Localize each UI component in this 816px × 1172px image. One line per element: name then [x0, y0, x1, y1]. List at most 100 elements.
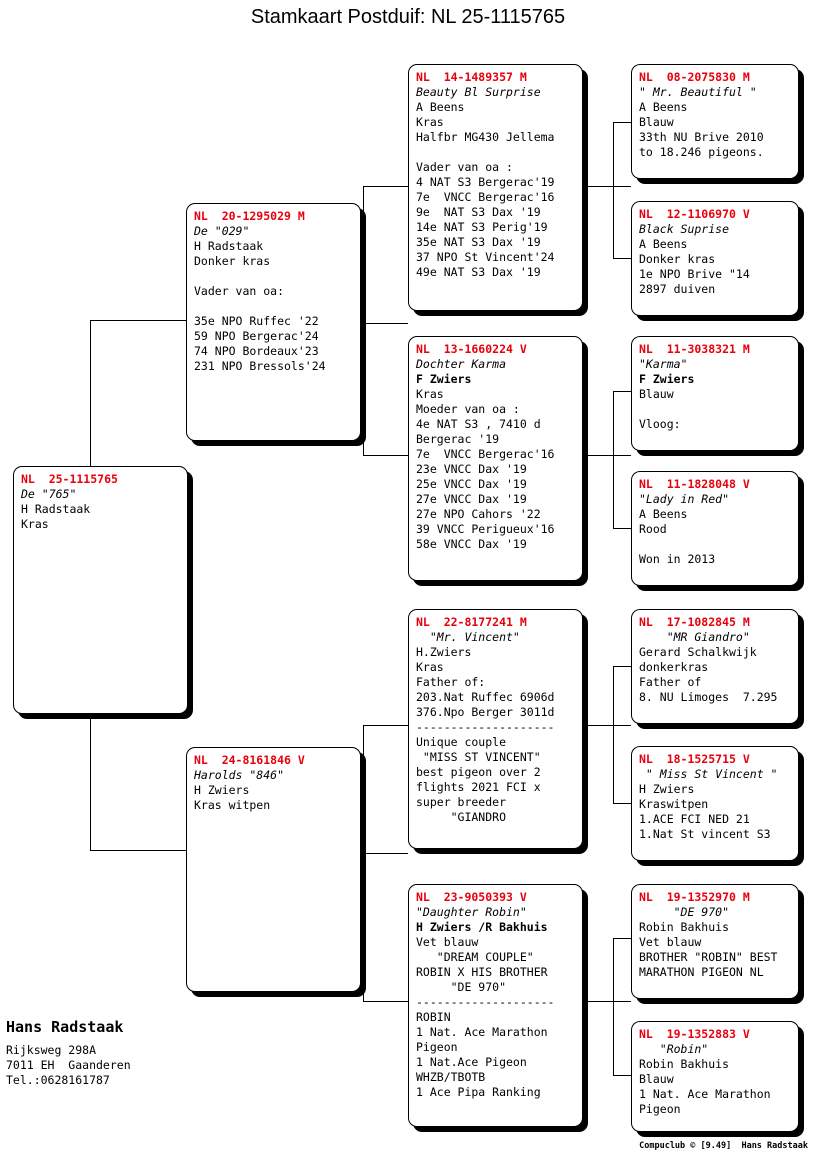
pigeon-result: 8. NU Limoges 7.295 [639, 690, 778, 704]
ring-number: NL 14-1489357 M [416, 70, 527, 84]
pigeon-result: 59 NPO Bergerac'24 [194, 329, 319, 343]
pigeon-card-ff-f[interactable]: NL 08-2075830 M " Mr. Beautiful " A Been… [631, 64, 799, 179]
connector [613, 391, 631, 392]
pigeon-color: Donker kras [194, 254, 271, 268]
connector [613, 666, 614, 725]
spacer [194, 299, 353, 314]
pigeon-result: 4e NAT S3 , 7410 d [416, 417, 541, 431]
pigeon-card-mm-m[interactable]: NL 19-1352883 V "Robin" Robin Bakhuis Bl… [631, 1021, 799, 1132]
pigeon-owner: H.Zwiers [416, 645, 472, 659]
pigeon-card-mother-mother[interactable]: NL 23-9050393 V "Daughter Robin" H Zwier… [408, 884, 583, 1127]
spacer [639, 537, 791, 552]
spacer [416, 145, 575, 160]
pigeon-nickname: "Mr. Vincent" [416, 630, 520, 644]
pigeon-result: 58e VNCC Dax '19 [416, 537, 527, 551]
pigeon-card-subject[interactable]: NL 25-1115765 De "765" H Radstaak Kras [13, 466, 188, 714]
pigeon-result: 1e NPO Brive "14 [639, 267, 750, 281]
pigeon-result: Pigeon [639, 1102, 681, 1116]
pigeon-card-mf-m[interactable]: NL 18-1525715 V " Miss St Vincent " H Zw… [631, 746, 799, 861]
pigeon-result: 1 Nat.Ace Pigeon [416, 1055, 527, 1069]
pigeon-color: Blauw [639, 387, 674, 401]
pigeon-color: Kraswitpen [639, 797, 709, 811]
connector [363, 853, 408, 854]
ring-number: NL 13-1660224 V [416, 342, 527, 356]
pigeon-color: Kras [416, 115, 444, 129]
connector [363, 186, 364, 323]
pigeon-owner: H Radstaak [194, 239, 264, 253]
pigeon-result: 1 Ace Pipa Ranking [416, 1085, 541, 1099]
pigeon-note: Moeder van oa : [416, 402, 520, 416]
pigeon-nickname: De "029" [194, 224, 250, 238]
pigeon-card-father-mother[interactable]: NL 13-1660224 V Dochter Karma F Zwiers K… [408, 336, 583, 581]
pigeon-color: Vet blauw [416, 935, 479, 949]
pigeon-nickname: "DE 970" [639, 905, 730, 919]
connector [90, 850, 187, 851]
pigeon-note: "DE 970" [416, 980, 507, 994]
pigeon-note: BROTHER "ROBIN" BEST [639, 950, 778, 964]
pigeon-result: 39 VNCC Perigueux'16 [416, 522, 555, 536]
pigeon-owner: H Zwiers [194, 783, 250, 797]
owner-address: Rijksweg 298A [6, 1043, 97, 1057]
pigeon-card-father-father[interactable]: NL 14-1489357 M Beauty Bl Surprise A Bee… [408, 64, 583, 311]
connector [588, 725, 631, 726]
pigeon-card-mm-f[interactable]: NL 19-1352970 M "DE 970" Robin Bakhuis V… [631, 884, 799, 999]
pigeon-note: Vader van oa : [416, 160, 513, 174]
connector [90, 320, 187, 321]
pigeon-color: Vet blauw [639, 935, 702, 949]
connector [613, 725, 614, 803]
connector [90, 590, 91, 850]
connector [363, 1001, 408, 1002]
pigeon-color: Blauw [639, 1072, 674, 1086]
pigeon-result: 1.ACE FCI NED 21 [639, 812, 750, 826]
pigeon-owner: F Zwiers [639, 372, 695, 386]
connector [613, 258, 631, 259]
pigeon-result: 4 NAT S3 Bergerac'19 [416, 175, 555, 189]
connector [363, 323, 408, 324]
connector [363, 853, 364, 1001]
page-title: Stamkaart Postduif: NL 25-1115765 [250, 6, 566, 28]
pigeon-note: Vader van oa: [194, 284, 285, 298]
pigeon-card-fm-m[interactable]: NL 11-1828048 V "Lady in Red" A Beens Ro… [631, 471, 799, 586]
pigeon-result: 74 NPO Bordeaux'23 [194, 344, 319, 358]
ring-number: NL 11-3038321 M [639, 342, 750, 356]
ring-number: NL 20-1295029 M [194, 209, 305, 223]
pigeon-result: to 18.246 pigeons. [639, 145, 764, 159]
pigeon-card-mf-f[interactable]: NL 17-1082845 M "MR Giandro" Gerard Scha… [631, 609, 799, 724]
connector [613, 186, 614, 258]
ring-number: NL 23-9050393 V [416, 890, 527, 904]
pigeon-color: Rood [639, 522, 667, 536]
pigeon-owner: A Beens [639, 237, 688, 251]
pigeon-card-fm-f[interactable]: NL 11-3038321 M "Karma" F Zwiers Blauw V… [631, 336, 799, 451]
pigeon-color: Blauw [639, 115, 674, 129]
pigeon-owner: A Beens [416, 100, 465, 114]
pigeon-result: 35e NPO Ruffec '22 [194, 314, 319, 328]
pigeon-color: Kras [416, 660, 444, 674]
connector [613, 455, 614, 528]
pigeon-note: Father of: [416, 675, 486, 689]
pigeon-owner: A Beens [639, 507, 688, 521]
pigeon-card-mother-father[interactable]: NL 22-8177241 M "Mr. Vincent" H.Zwiers K… [408, 609, 583, 849]
pigeon-nickname: Harolds "846" [194, 768, 285, 782]
pigeon-result: 203.Nat Ruffec 6906d [416, 690, 555, 704]
connector [613, 391, 614, 455]
ring-number: NL 19-1352883 V [639, 1027, 750, 1041]
pigeon-card-father[interactable]: NL 20-1295029 M De "029" H Radstaak Donk… [186, 203, 361, 441]
pigeon-owner: F Zwiers [416, 372, 472, 386]
spacer [639, 402, 791, 417]
spacer [194, 269, 353, 284]
pigeon-result: Bergerac '19 [416, 432, 500, 446]
pigeon-nickname: Beauty Bl Surprise [416, 85, 541, 99]
pigeon-result: 27e NPO Cahors '22 [416, 507, 541, 521]
pigeon-card-mother[interactable]: NL 24-8161846 V Harolds "846" H Zwiers K… [186, 747, 361, 992]
pigeon-nickname: " Miss St Vincent " [639, 767, 778, 781]
connector [613, 803, 631, 804]
pigeon-note: MARATHON PIGEON NL [639, 965, 764, 979]
pigeon-result: 49e NAT S3 Dax '19 [416, 265, 541, 279]
pigeon-nickname: " Mr. Beautiful " [639, 85, 757, 99]
divider-text: -------------------- [416, 720, 555, 734]
owner-city: 7011 EH Gaanderen [6, 1058, 131, 1072]
pigeon-result: 23e VNCC Dax '19 [416, 462, 527, 476]
pigeon-note: ROBIN [416, 1010, 451, 1024]
pigeon-result: 1 Nat. Ace Marathon [416, 1025, 548, 1039]
pigeon-card-ff-m[interactable]: NL 12-1106970 V Black Suprise A Beens Do… [631, 201, 799, 316]
